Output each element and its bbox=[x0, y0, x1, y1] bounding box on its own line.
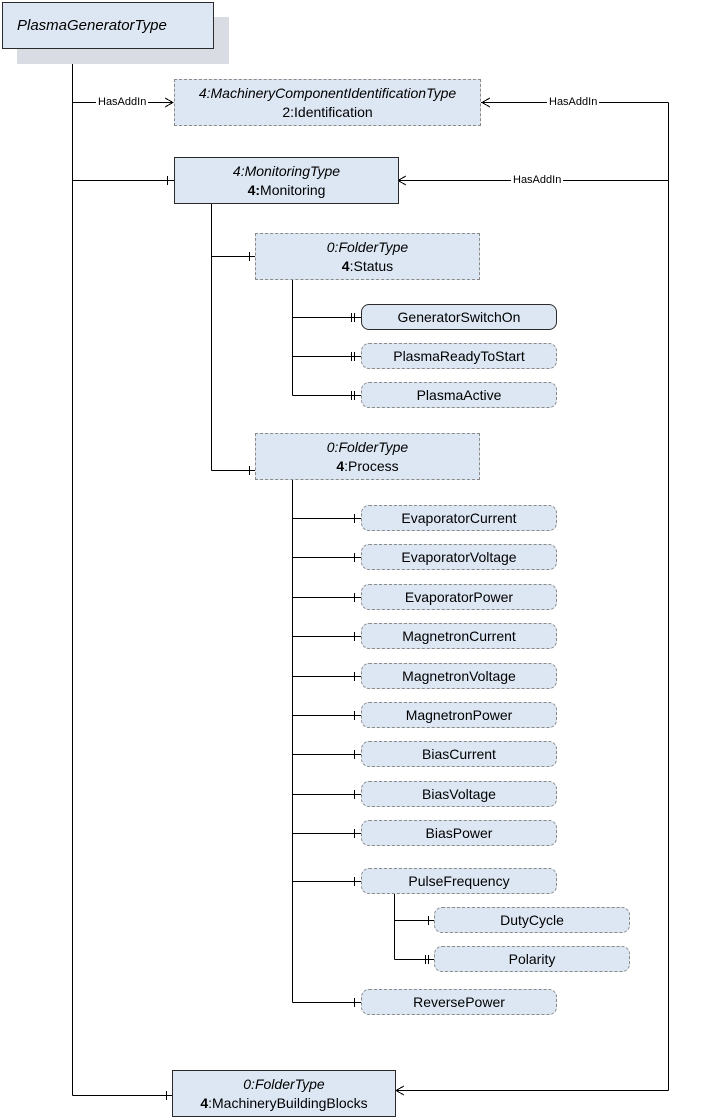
process-folder-node: 0:FolderType 4:Process bbox=[255, 433, 480, 480]
variable-node: BiasPower bbox=[361, 820, 557, 846]
reference-label: HasAddIn bbox=[96, 96, 149, 108]
variable-node: MagnetronPower bbox=[361, 702, 557, 728]
variable-node: EvaporatorCurrent bbox=[361, 505, 557, 531]
machinery-building-blocks-node: 0:FolderType 4:MachineryBuildingBlocks bbox=[172, 1070, 396, 1117]
variable-node: GeneratorSwitchOn bbox=[361, 304, 557, 330]
building-blocks-type: 0:FolderType bbox=[243, 1075, 325, 1092]
monitoring-type: 4:MonitoringType bbox=[232, 162, 341, 179]
building-blocks-browse-name: 4:MachineryBuildingBlocks bbox=[200, 1094, 368, 1111]
monitoring-node: 4:MonitoringType 4:Monitoring bbox=[174, 157, 399, 204]
status-folder-type: 0:FolderType bbox=[326, 238, 409, 255]
identification-node: 4:MachineryComponentIdentificationType 2… bbox=[174, 79, 481, 126]
identification-browse-name: 2:Identification bbox=[282, 103, 373, 120]
variable-node: MagnetronCurrent bbox=[361, 623, 557, 649]
root-type-name: PlasmaGeneratorType bbox=[17, 17, 167, 34]
reference-label: HasAddIn bbox=[547, 96, 600, 108]
property-node: Polarity bbox=[434, 946, 630, 972]
variable-node: BiasVoltage bbox=[361, 781, 557, 807]
reference-label: HasAddIn bbox=[511, 174, 564, 186]
process-folder-type: 0:FolderType bbox=[326, 438, 409, 455]
property-node: DutyCycle bbox=[434, 907, 630, 933]
monitoring-browse-name: 4:Monitoring bbox=[247, 181, 326, 198]
variable-node: BiasCurrent bbox=[361, 741, 557, 767]
identification-type: 4:MachineryComponentIdentificationType bbox=[198, 84, 457, 101]
variable-node: PlasmaActive bbox=[361, 382, 557, 408]
variable-node: PulseFrequency bbox=[361, 868, 557, 894]
status-folder-browse-name: 4:Status bbox=[341, 257, 394, 274]
variable-node: EvaporatorPower bbox=[361, 584, 557, 610]
process-folder-browse-name: 4:Process bbox=[336, 457, 399, 474]
variable-node: MagnetronVoltage bbox=[361, 663, 557, 689]
variable-node: EvaporatorVoltage bbox=[361, 544, 557, 570]
root-type-node: PlasmaGeneratorType bbox=[2, 2, 214, 49]
status-folder-node: 0:FolderType 4:Status bbox=[255, 233, 480, 280]
variable-node: PlasmaReadyToStart bbox=[361, 343, 557, 369]
variable-node: ReversePower bbox=[361, 989, 557, 1015]
